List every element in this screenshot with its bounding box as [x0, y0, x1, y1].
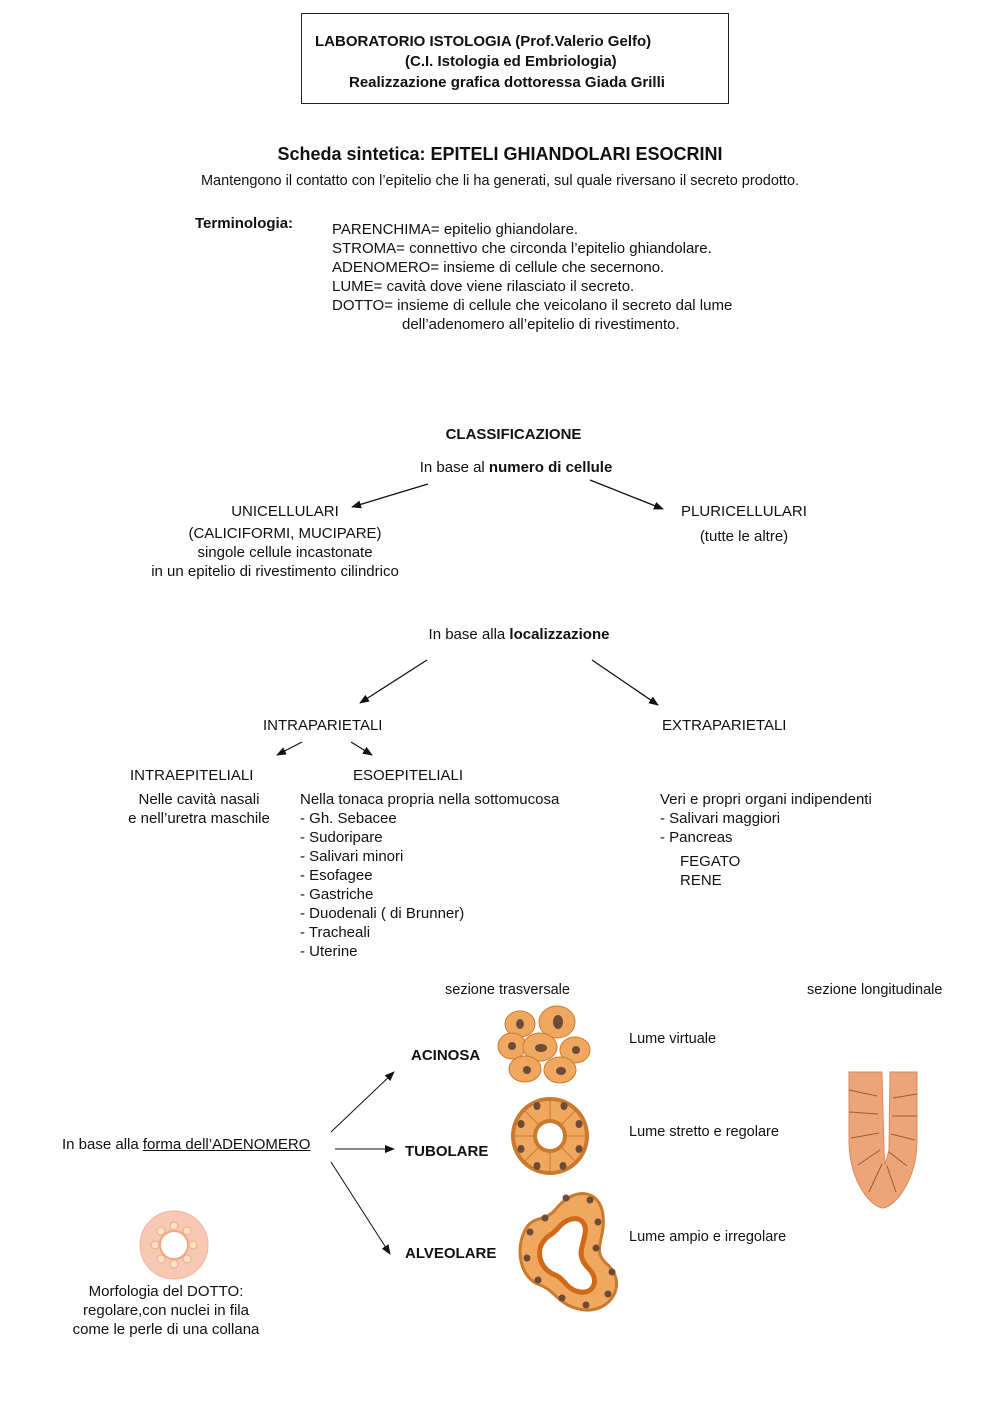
lumen-tubolare: Lume stretto e regolare — [629, 1124, 779, 1140]
term-lume: LUME= cavità dove viene rilasciato il se… — [332, 278, 635, 295]
extraparietali-line: Veri e propri organi indipendenti — [660, 791, 872, 808]
header-line-3: Realizzazione grafica dottoressa Giada G… — [349, 74, 665, 91]
esoepiteliali-item: - Uterine — [300, 943, 358, 960]
organ-fegato: FEGATO — [680, 853, 741, 870]
by-cells-label: In base al numero di cellule — [419, 459, 613, 476]
extraparietali-organs: FEGATO RENE — [680, 852, 740, 890]
term-dotto-cont: dell’adenomero all’epitelio di rivestime… — [402, 316, 680, 333]
arrow-to-alveolare — [330, 1161, 391, 1255]
esoepiteliali-title: ESOEPITELIALI — [353, 767, 464, 784]
term-parenchima: PARENCHIMA= epitelio ghiandolare. — [332, 221, 579, 238]
term-dotto: DOTTO= insieme di cellule che veicolano … — [332, 297, 733, 314]
esoepiteliali-item: - Salivari minori — [300, 848, 404, 865]
lumen-acinosa: Lume virtuale — [629, 1031, 717, 1047]
extraparietali-list: Veri e propri organi indipendenti - Sali… — [660, 790, 872, 847]
esoepiteliali-item: - Esofagee — [300, 867, 373, 884]
type-tubolare: TUBOLARE — [405, 1143, 489, 1160]
duct-caption-2: regolare,con nuclei in fila — [83, 1302, 249, 1319]
duct-caption-3: come le perle di una collana — [72, 1321, 260, 1338]
tubolare-illustration — [511, 1097, 589, 1175]
unicellulari-line-1: (CALICIFORMI, MUCIPARE) — [188, 525, 382, 542]
terminology-label: Terminologia: — [195, 215, 294, 232]
longitudinal-illustration — [848, 1071, 918, 1209]
duct-illustration — [139, 1210, 209, 1280]
extraparietali-item: - Salivari maggiori — [660, 810, 781, 827]
pluricellulari-line-1: (tutte le altre) — [699, 528, 789, 545]
organ-rene: RENE — [680, 872, 722, 889]
arrow-to-extraparietali — [591, 659, 659, 706]
pluricellulari-title: PLURICELLULARI — [681, 503, 807, 520]
extraparietali-title: EXTRAPARIETALI — [662, 717, 787, 734]
arrow-to-pluricellulari — [589, 479, 664, 510]
term-stroma: STROMA= connettivo che circonda l’epitel… — [332, 240, 712, 257]
esoepiteliali-line: Nella tonaca propria nella sottomucosa — [300, 791, 560, 808]
acinosa-illustration — [497, 1005, 591, 1084]
section-transverse-label: sezione trasversale — [445, 982, 570, 998]
unicellulari-line-2: singole cellule incastonate — [197, 544, 373, 561]
intraepiteliali-line-1: Nelle cavità nasali — [138, 791, 260, 808]
extraparietali-item: - Pancreas — [660, 829, 733, 846]
esoepiteliali-item: - Sudoripare — [300, 829, 383, 846]
header-line-1: LABORATORIO ISTOLOGIA (Prof.Valerio Gelf… — [315, 33, 652, 50]
header-box: LABORATORIO ISTOLOGIA (Prof.Valerio Gelf… — [301, 13, 729, 104]
header-line-2: (C.I. Istologia ed Embriologia) — [405, 53, 617, 70]
page-title: Scheda sintetica: EPITELI GHIANDOLARI ES… — [277, 144, 723, 164]
arrow-to-unicellulari — [351, 483, 429, 509]
esoepiteliali-item: - Gh. Sebacee — [300, 810, 397, 827]
type-acinosa: ACINOSA — [411, 1047, 481, 1064]
page-subtitle: Mantengono il contatto con l’epitelio ch… — [200, 173, 800, 189]
arrow-to-intraparietali — [359, 659, 428, 704]
arrow-to-intraepiteliali — [276, 741, 303, 756]
intraepiteliali-title: INTRAEPITELIALI — [130, 767, 254, 784]
esoepiteliali-item: - Gastriche — [300, 886, 374, 903]
lumen-alveolare: Lume ampio e irregolare — [629, 1229, 787, 1245]
duct-caption-1: Morfologia del DOTTO: — [88, 1283, 244, 1300]
arrow-to-acinosa — [330, 1071, 395, 1133]
section-longitudinal-label: sezione longitudinale — [807, 982, 943, 998]
type-alveolare: ALVEOLARE — [405, 1245, 497, 1262]
unicellulari-line-3: in un epitelio di rivestimento cilindric… — [151, 563, 399, 580]
classification-heading: CLASSIFICAZIONE — [445, 426, 582, 443]
arrow-to-esoepiteliali — [350, 741, 373, 756]
esoepiteliali-item: - Tracheali — [300, 924, 371, 941]
unicellulari-title: UNICELLULARI — [231, 503, 339, 520]
esoepiteliali-item: - Duodenali ( di Brunner) — [300, 905, 465, 922]
esoepiteliali-list: Nella tonaca propria nella sottomucosa -… — [300, 790, 559, 961]
adenomer-label: In base alla forma dell’ADENOMERO — [62, 1136, 311, 1153]
intraparietali-title: INTRAPARIETALI — [263, 717, 383, 734]
intraepiteliali-line-2: e nell’uretra maschile — [128, 810, 270, 827]
term-adenomero: ADENOMERO= insieme di cellule che secern… — [332, 259, 665, 276]
alveolare-illustration — [518, 1192, 619, 1312]
by-location-label: In base alla localizzazione — [428, 626, 610, 643]
